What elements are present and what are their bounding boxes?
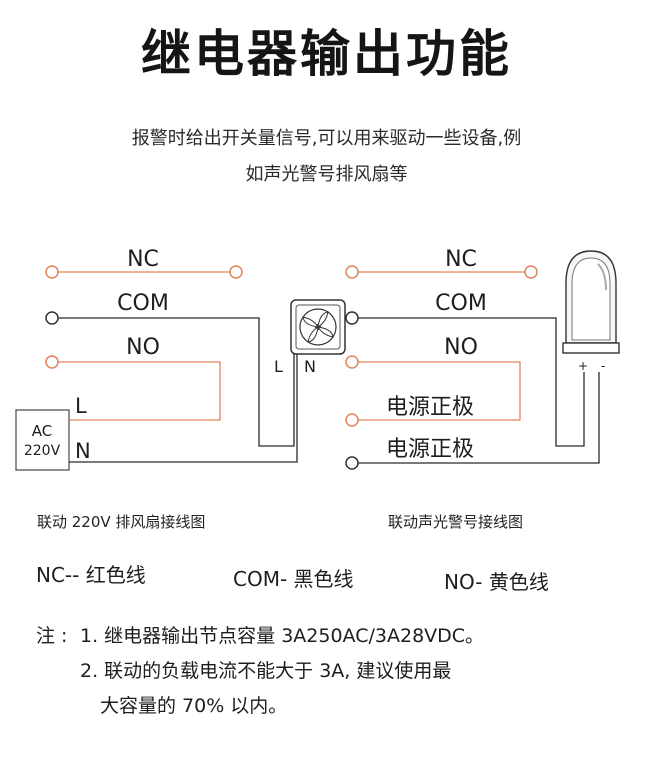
notes-prefix: 注 : [36, 625, 68, 647]
left-com-terminal [45, 311, 59, 325]
plus-sign-label: + [578, 359, 588, 373]
fan-n-label: N [304, 357, 316, 376]
left-no-terminal [45, 355, 59, 369]
left-com-label: COM [117, 291, 169, 316]
subtitle-line-1: 报警时给出开关量信号,可以用来驱动一些设备,例 [131, 128, 522, 149]
note-item-2-line-1: 2. 联动的负载电流不能大于 3A, 建议使用最 [80, 660, 452, 682]
left-no-wire [58, 361, 221, 421]
left-nc-terminal-a [45, 265, 59, 279]
page-title: 继电器输出功能 [141, 25, 512, 83]
left-n-wire [69, 354, 298, 463]
left-n-label: N [75, 439, 91, 463]
legend-com: COM- 黑色线 [233, 567, 354, 591]
right-no-terminal [345, 355, 359, 369]
right-power2-label: 电源正极 [386, 437, 474, 462]
left-wiring-diagram: NC COM NO L N AC 220V L N [15, 247, 316, 471]
ac-voltage-label: 220V [24, 443, 61, 459]
exhaust-fan-icon [290, 299, 346, 355]
fan-l-label: L [274, 357, 283, 376]
right-wiring-diagram: NC COM NO 电源正极 电源正极 + - [345, 247, 605, 470]
right-no-label: NO [444, 335, 478, 360]
minus-sign-label: - [601, 359, 605, 373]
left-com-wire [58, 317, 295, 447]
right-power2-wire [358, 372, 600, 464]
right-nc-label: NC [445, 247, 477, 272]
note-item-2-line-2: 大容量的 70% 以内。 [100, 695, 288, 717]
right-com-label: COM [435, 291, 487, 316]
legend-nc: NC-- 红色线 [36, 563, 146, 587]
left-nc-label: NC [127, 247, 159, 272]
alarm-siren-icon [562, 250, 620, 354]
left-no-label: NO [126, 335, 160, 360]
wiring-diagram: NC COM NO L N AC 220V L N [15, 247, 620, 471]
right-nc-terminal-a [345, 265, 359, 279]
legend-no: NO- 黄色线 [444, 570, 549, 594]
right-com-wire [358, 317, 585, 447]
subtitle-line-2: 如声光警号排风扇等 [245, 164, 408, 185]
left-l-label: L [75, 394, 87, 418]
right-nc-terminal-b [524, 265, 538, 279]
ac-label: AC [32, 422, 52, 440]
ac-power-box [15, 409, 70, 471]
right-power2-terminal [345, 456, 359, 470]
right-com-terminal [345, 311, 359, 325]
left-diagram-caption: 联动 220V 排风扇接线图 [37, 513, 206, 531]
note-item-1: 1. 继电器输出节点容量 3A250AC/3A28VDC。 [80, 625, 485, 647]
right-no-wire [358, 361, 521, 421]
right-diagram-caption: 联动声光警号接线图 [388, 513, 524, 531]
right-power1-terminal [345, 413, 359, 427]
left-nc-terminal-b [229, 265, 243, 279]
right-power1-label: 电源正极 [386, 395, 474, 420]
